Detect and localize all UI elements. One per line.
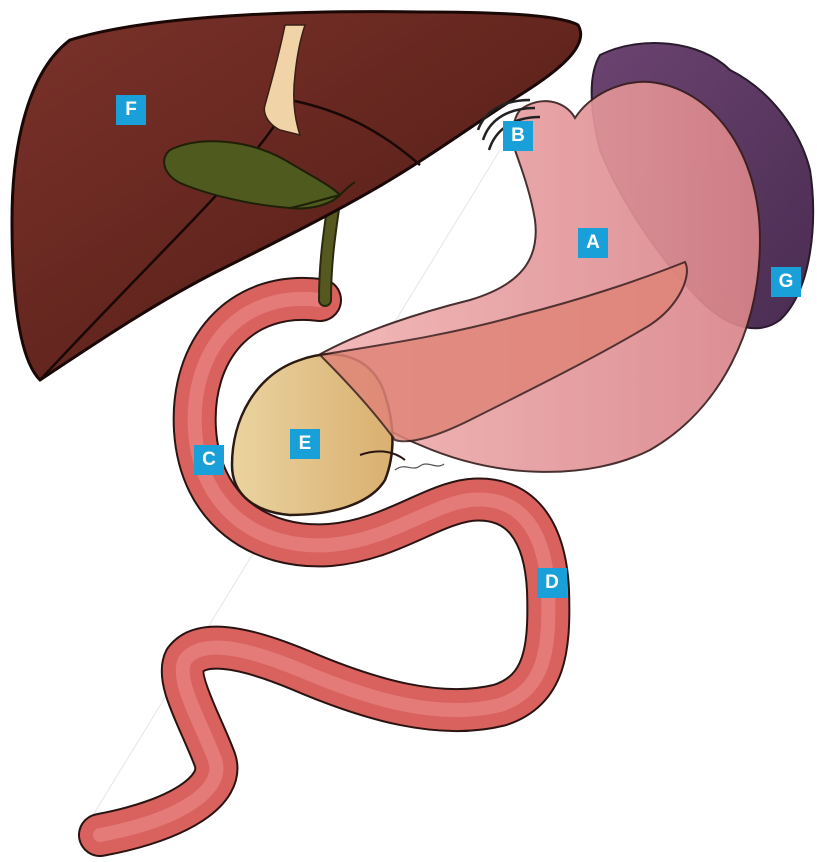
label-e: E xyxy=(290,429,320,459)
label-b: B xyxy=(503,121,533,151)
label-d: D xyxy=(537,568,567,598)
label-a: A xyxy=(578,228,608,258)
label-f: F xyxy=(116,95,146,125)
artist-signature xyxy=(395,464,444,470)
label-c: C xyxy=(194,445,224,475)
label-g: G xyxy=(771,267,801,297)
